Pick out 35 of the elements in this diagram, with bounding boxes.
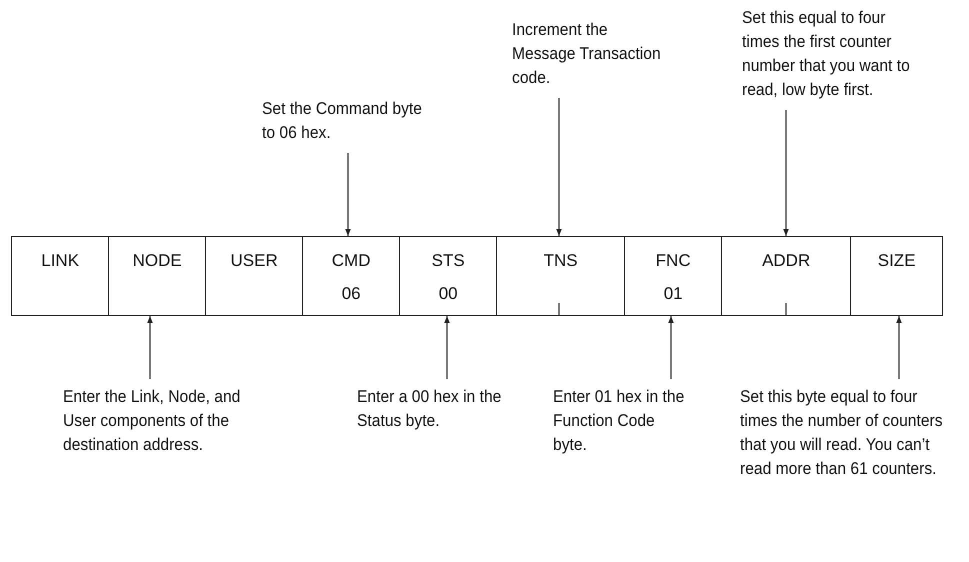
leader-arrow — [444, 316, 450, 379]
callout-text: Enter 01 hex in the Function Code byte. — [553, 385, 691, 457]
field-cell — [624, 236, 722, 316]
field-name: USER — [230, 251, 279, 271]
leader-arrow — [783, 110, 789, 236]
callout-text: Enter the Link, Node, and User components of the destination address. — [63, 385, 247, 457]
callout-text: Increment the Message Transaction code. — [512, 18, 668, 90]
callout-text: Set the Command byte to 06 hex. — [262, 97, 437, 145]
field-name: LINK — [40, 251, 80, 271]
leader-arrow — [668, 316, 674, 379]
field-name: CMD — [330, 251, 372, 271]
field-name: STS — [430, 251, 466, 271]
callout-text: Enter a 00 hex in the Status byte. — [357, 385, 514, 433]
field-cell — [205, 236, 304, 316]
leader-arrow — [896, 316, 902, 379]
field-value: 06 — [340, 284, 362, 304]
field-cell — [11, 236, 110, 316]
leader-arrow — [345, 153, 351, 236]
field-value: 00 — [438, 284, 459, 304]
leader-arrow — [556, 98, 562, 236]
field-cell — [850, 236, 944, 316]
field-value: 01 — [662, 284, 684, 304]
field-cell — [108, 236, 206, 316]
field-cell — [496, 236, 626, 316]
field-cell — [399, 236, 498, 316]
field-name: FNC — [654, 251, 692, 271]
field-name: NODE — [132, 251, 183, 271]
field-name: ADDR — [761, 251, 812, 271]
field-cell — [302, 236, 400, 316]
field-cell — [721, 236, 852, 316]
leader-arrow — [147, 316, 153, 379]
callout-text: Set this equal to four times the first counter number that you want to read, low byte first. — [742, 6, 926, 102]
field-name: SIZE — [876, 251, 917, 271]
callout-text: Set this byte equal to four times the number of counters that you will read. You can’t read more than 61 counters. — [740, 385, 947, 481]
field-name: TNS — [542, 251, 579, 271]
